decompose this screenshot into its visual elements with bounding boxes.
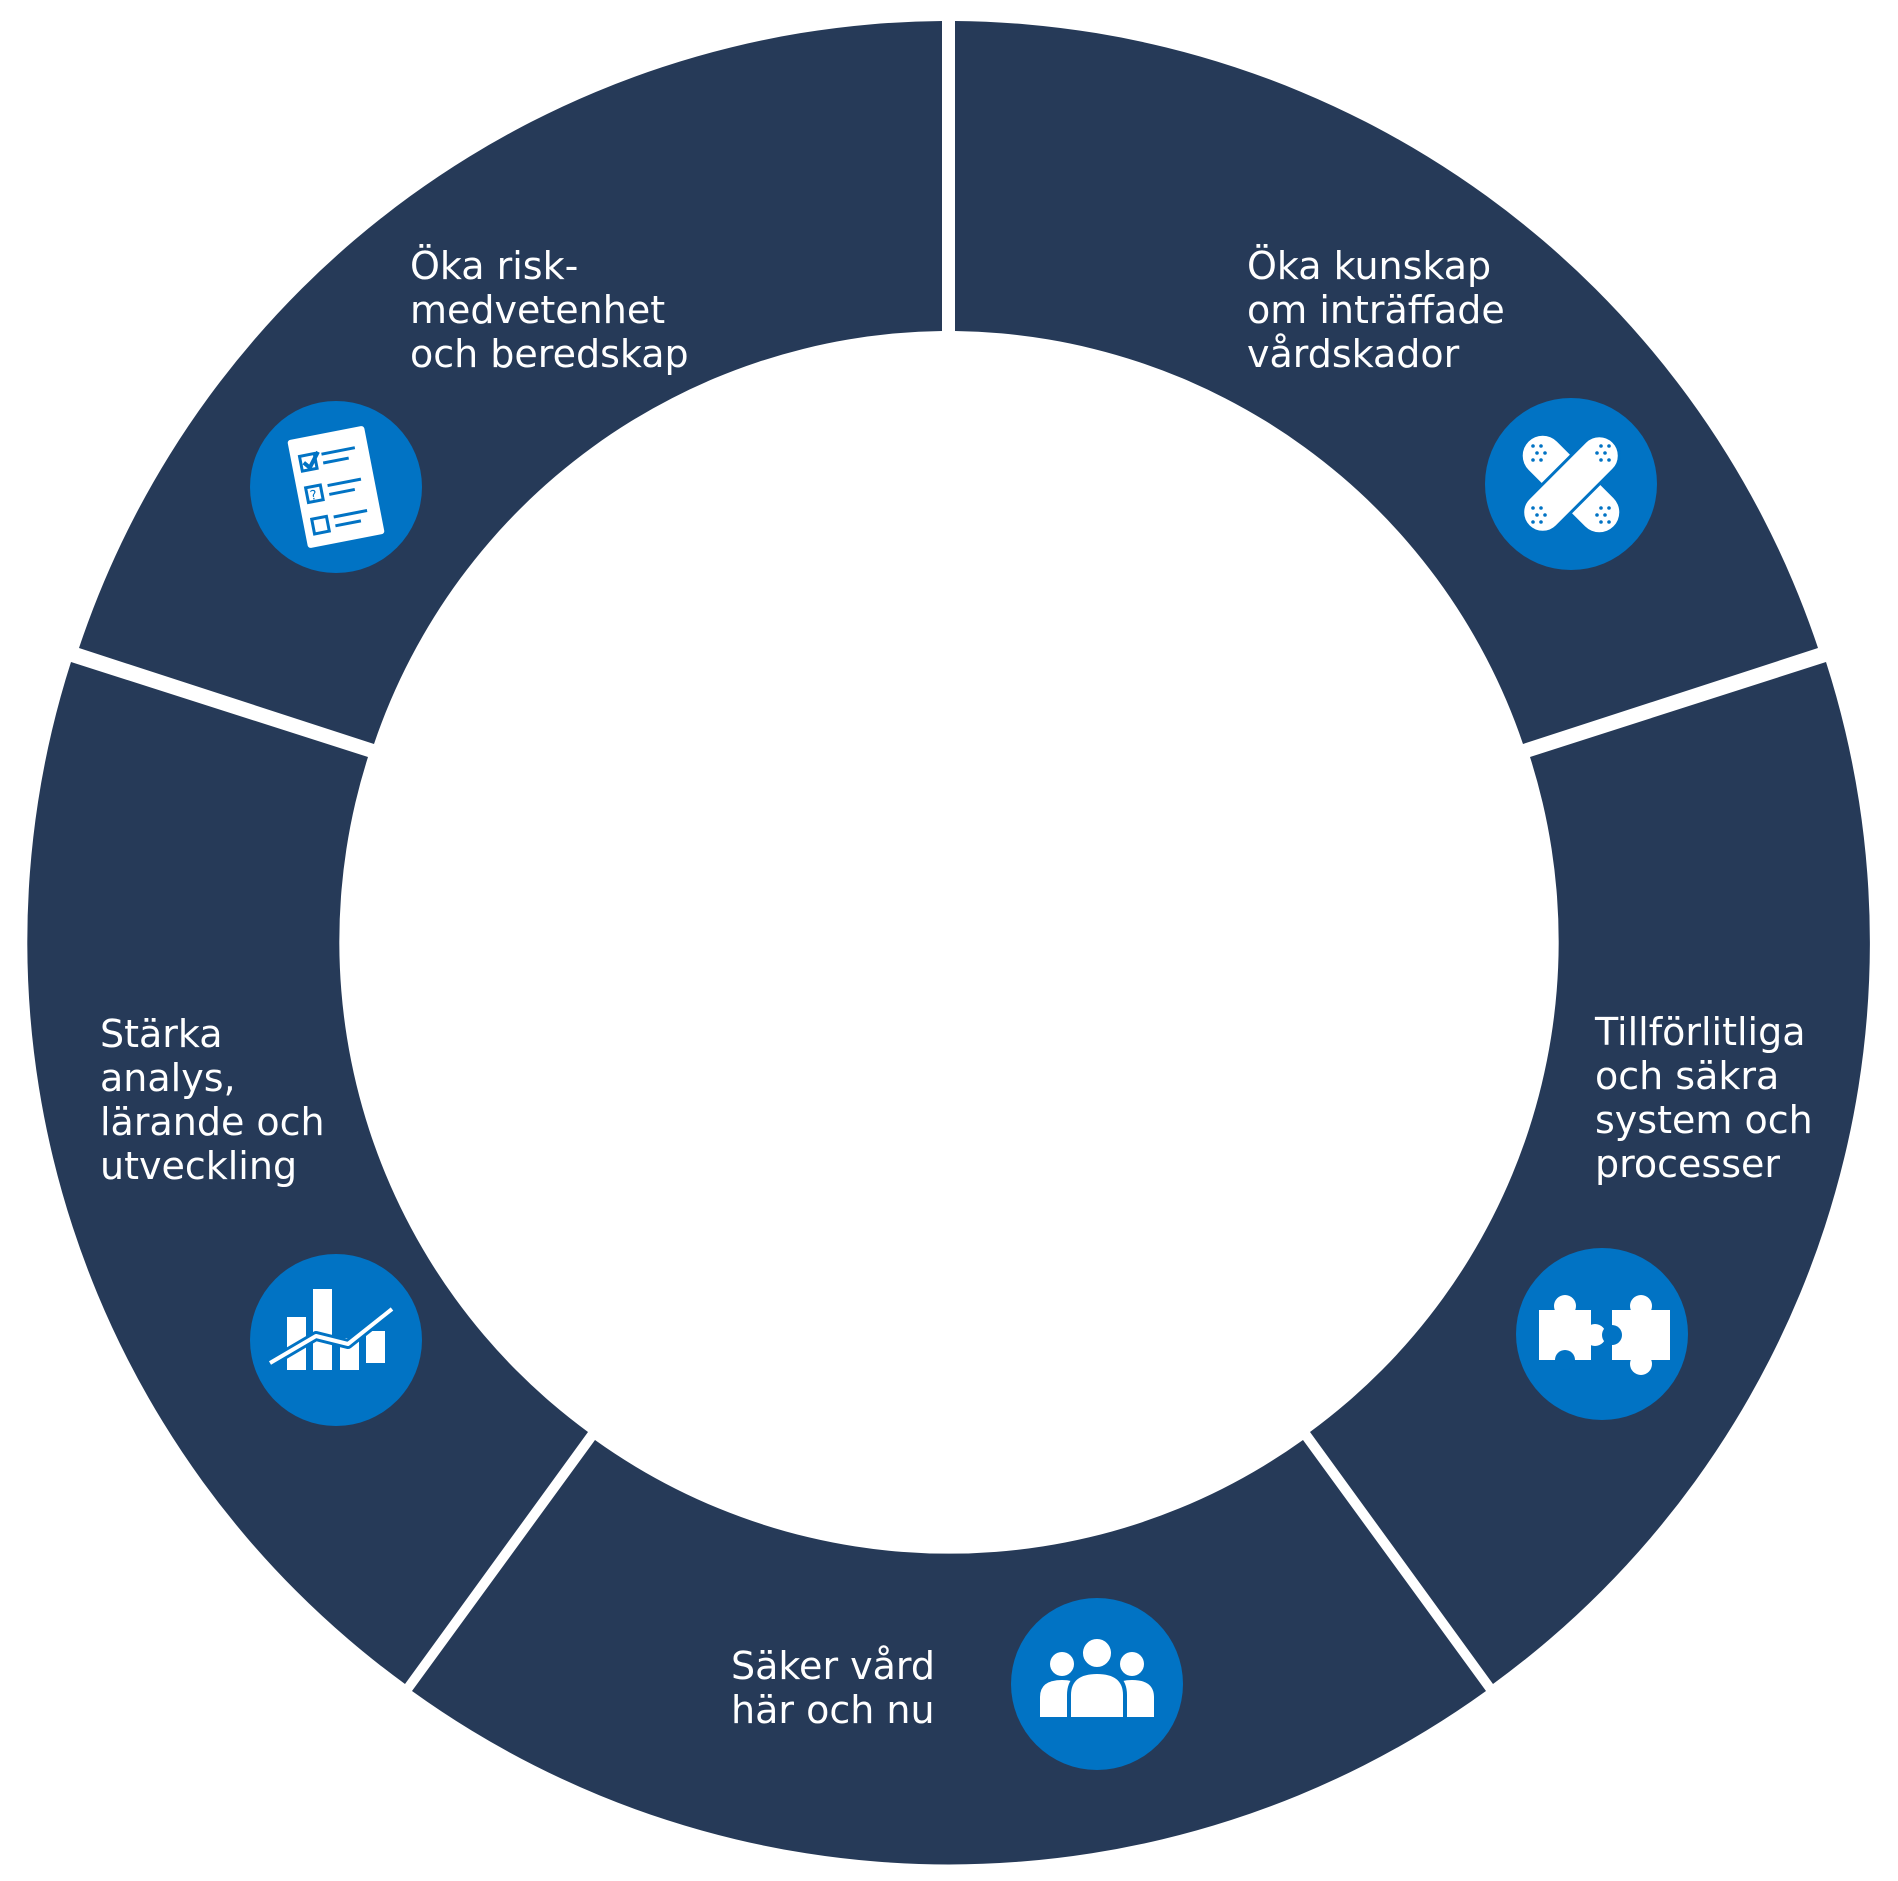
people-icon xyxy=(1011,1598,1183,1770)
checklist-icon: ? xyxy=(250,401,422,573)
chart-icon xyxy=(250,1254,422,1426)
svg-text:?: ? xyxy=(309,488,319,504)
segment-analys-band xyxy=(27,662,589,1684)
segment-risk-line-1: Öka risk- xyxy=(410,244,578,288)
segment-risk-band xyxy=(79,21,942,744)
segment-analys-line-2: analys, xyxy=(100,1056,236,1100)
segment-system-line-3: system och xyxy=(1595,1098,1813,1142)
segment-risk-line-2: medvetenhet xyxy=(410,288,665,332)
segment-vard-band xyxy=(412,1440,1486,1865)
segment-analys-line-1: Stärka xyxy=(100,1012,223,1056)
segment-risk-line-3: och beredskap xyxy=(410,332,689,376)
segment-kunskap-line-2: om inträffade xyxy=(1247,288,1505,332)
segment-kunskap-band xyxy=(955,21,1818,744)
segment-system-line-1: Tillförlitliga xyxy=(1594,1010,1806,1054)
segment-analys: Stärka analys, lärande och utveckling xyxy=(27,662,589,1684)
segment-vard-line-1: Säker vård xyxy=(731,1644,935,1688)
segment-analys-label: Stärka analys, lärande och utveckling xyxy=(100,1012,337,1188)
bandage-icon xyxy=(1485,398,1657,570)
segment-kunskap-label: Öka kunskap om inträffade vårdskador xyxy=(1247,244,1517,376)
segment-system-line-4: processer xyxy=(1595,1142,1780,1186)
segment-analys-line-3: lärande och xyxy=(100,1100,325,1144)
segment-kunskap-line-1: Öka kunskap xyxy=(1247,244,1491,288)
segment-analys-line-4: utveckling xyxy=(100,1144,297,1188)
puzzle-icon xyxy=(1516,1248,1688,1420)
segment-risk: Öka risk- medvetenhet och beredskap ? xyxy=(79,21,942,744)
segment-system-label: Tillförlitliga och säkra system och proc… xyxy=(1594,1010,1825,1186)
segment-kunskap-line-3: vårdskador xyxy=(1247,332,1460,376)
segment-system: Tillförlitliga och säkra system och proc… xyxy=(1310,662,1870,1684)
segment-system-band xyxy=(1310,662,1870,1684)
segment-vard-line-2: här och nu xyxy=(731,1688,935,1732)
segment-system-line-2: och säkra xyxy=(1595,1054,1779,1098)
segment-vard-label: Säker vård här och nu xyxy=(731,1644,947,1732)
segment-kunskap: Öka kunskap om inträffade vårdskador xyxy=(955,21,1818,744)
segment-vard: Säker vård här och nu xyxy=(412,1440,1486,1865)
segment-risk-label: Öka risk- medvetenhet och beredskap xyxy=(410,244,689,376)
